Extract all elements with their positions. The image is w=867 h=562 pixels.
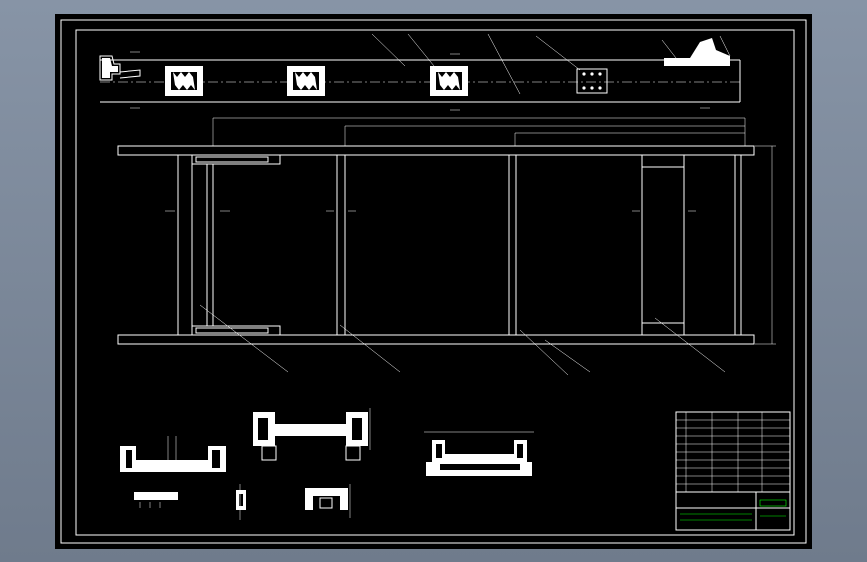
plan-view	[117, 117, 776, 376]
title-block	[675, 411, 791, 531]
section-detail-6	[305, 484, 351, 518]
crossbeam-3	[430, 66, 468, 96]
crossbeam-1	[165, 66, 203, 96]
bolt-plate	[576, 68, 608, 94]
section-detail-2	[253, 408, 371, 461]
hitch-bracket	[664, 38, 730, 66]
section-detail-4	[134, 492, 178, 508]
crossbeam-2	[287, 66, 325, 96]
top-elevation-view	[99, 33, 741, 111]
section-detail-3	[424, 431, 534, 476]
section-detail-1	[120, 436, 226, 472]
section-detail-5	[236, 484, 246, 520]
outer-frame	[60, 19, 807, 544]
inner-frame	[75, 29, 795, 536]
